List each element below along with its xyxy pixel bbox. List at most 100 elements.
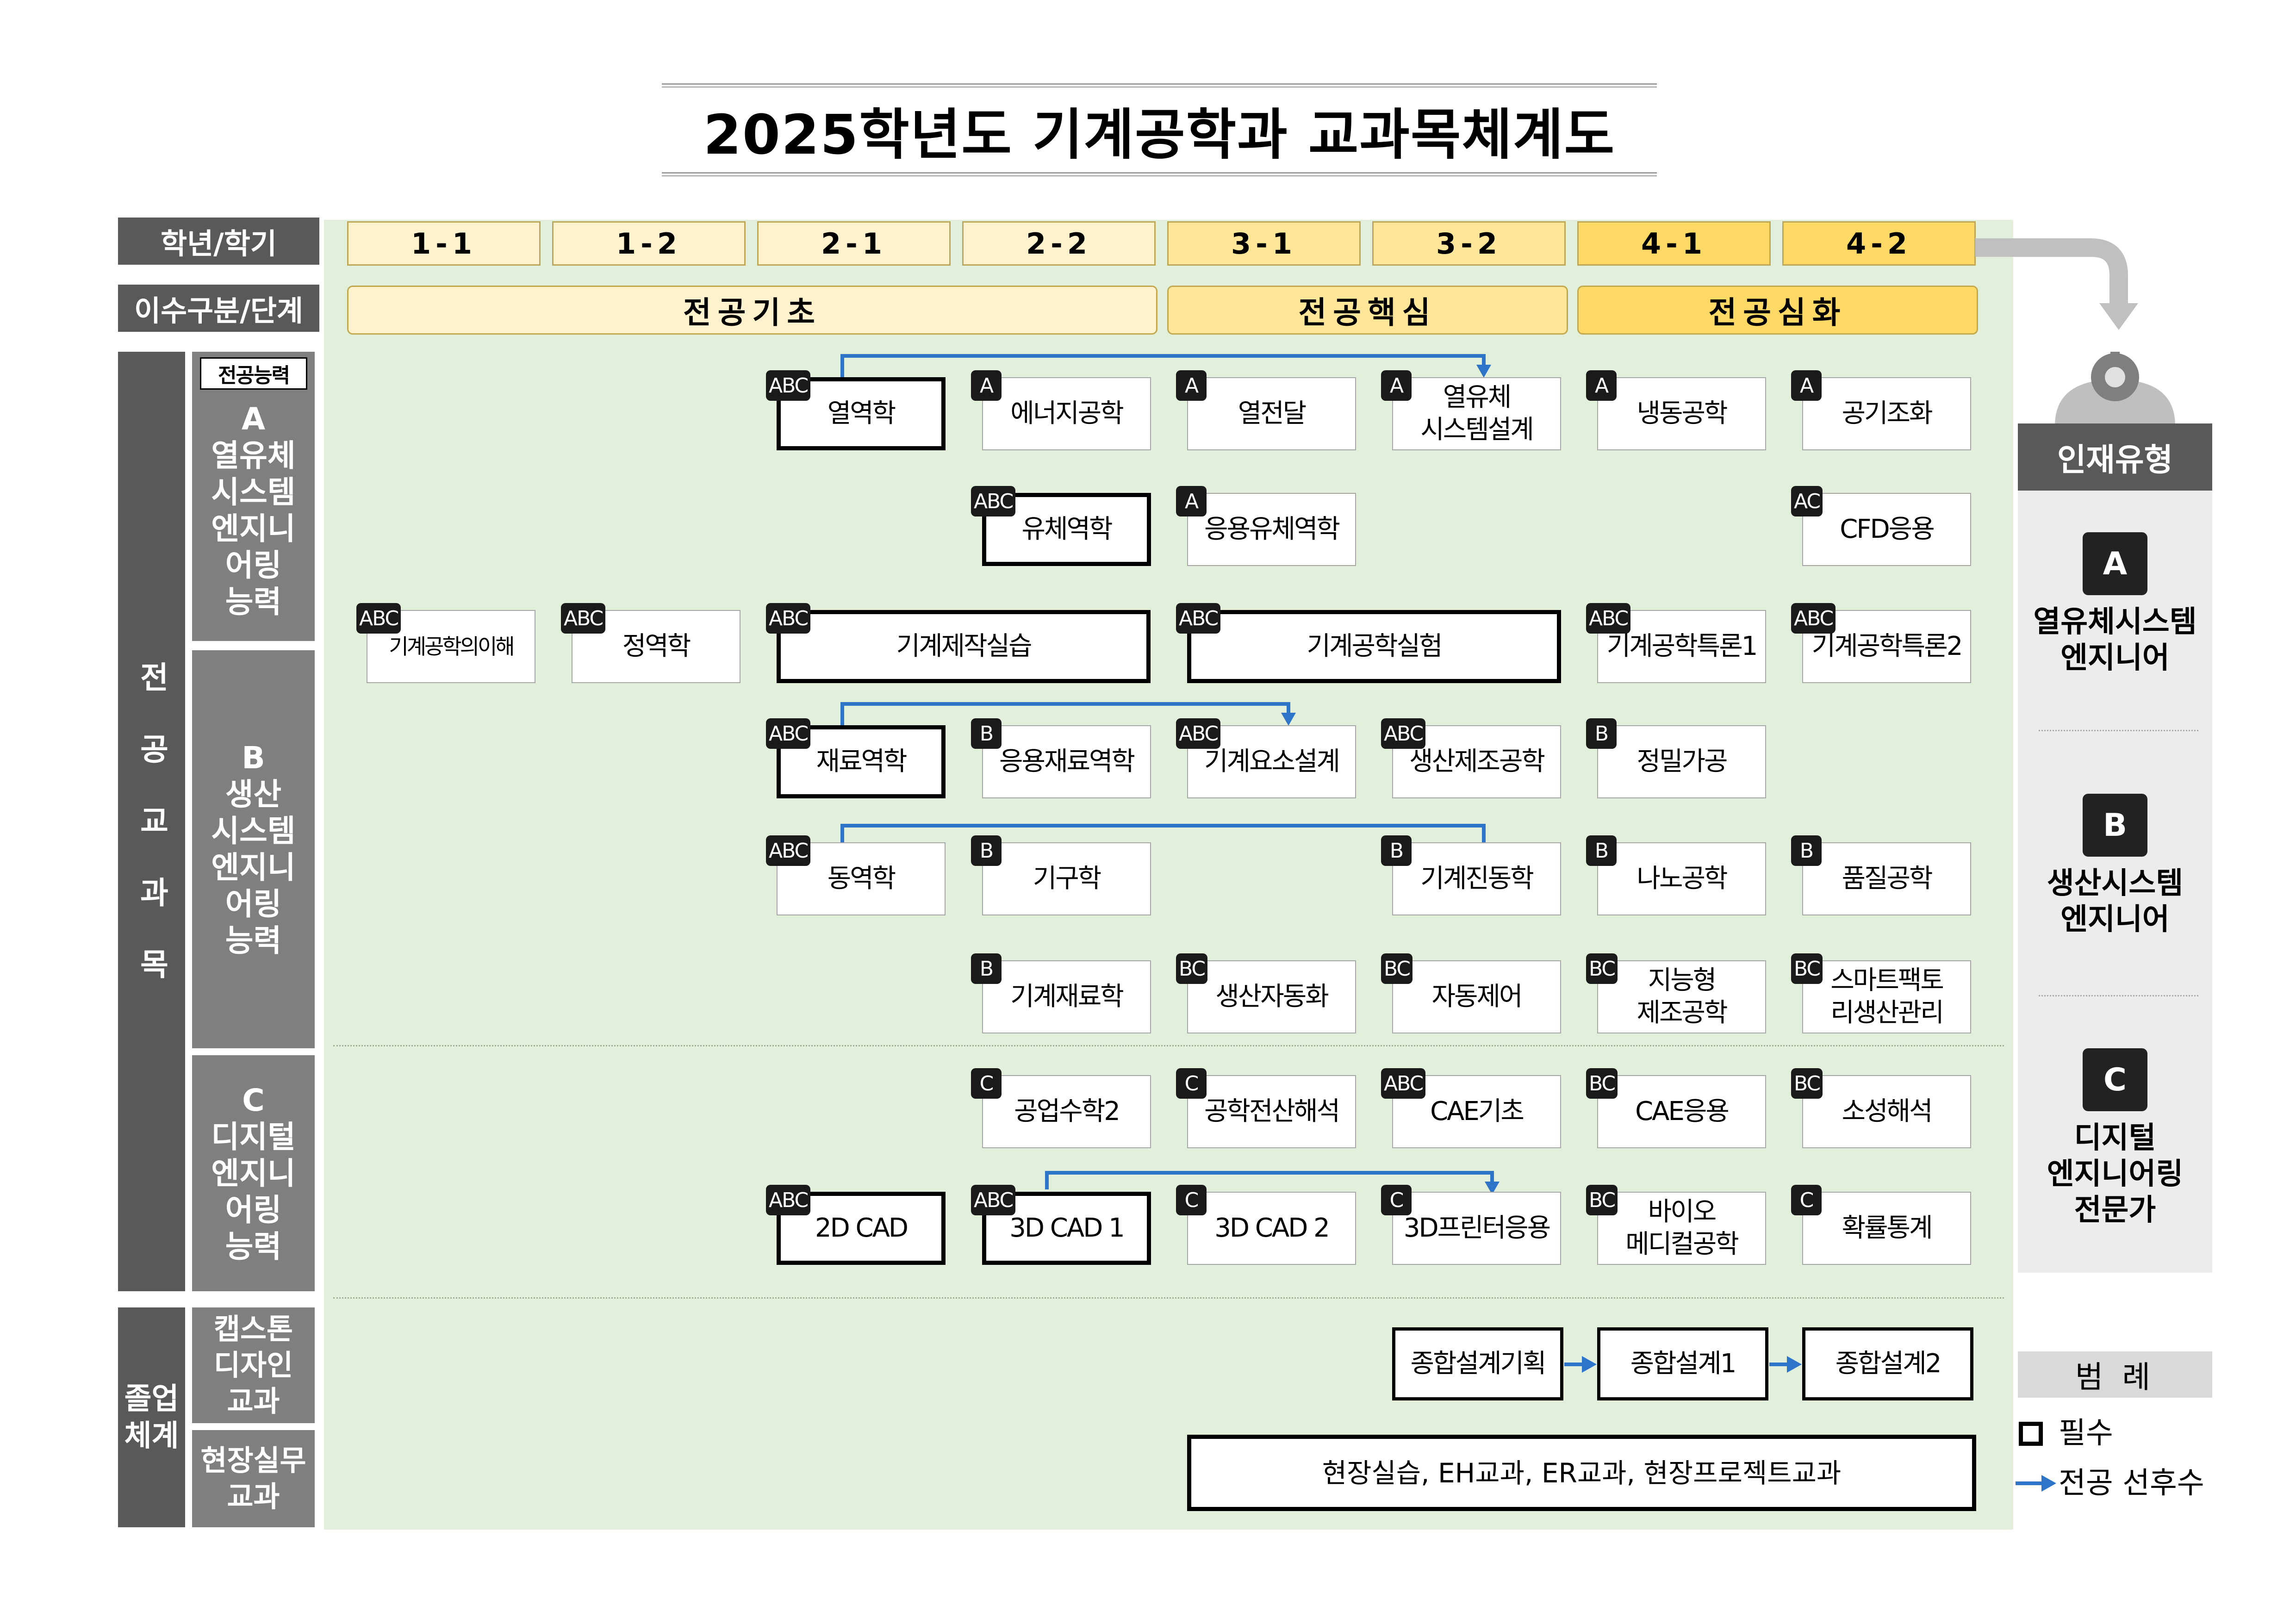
talent-c-badge: C	[2083, 1048, 2147, 1111]
course-machining-practice[interactable]: 기계제작실습	[777, 610, 1151, 683]
course-tag: B	[971, 953, 1002, 984]
field-practice-header: 현장실무 교과	[192, 1430, 315, 1527]
course-mechanical-vibration[interactable]: 기계진동학	[1392, 842, 1561, 915]
prereq-line-cad-up	[1045, 1171, 1049, 1189]
course-tag: B	[1586, 835, 1617, 866]
course-tag: BC	[1791, 1068, 1823, 1099]
course-air-conditioning[interactable]: 공기조화	[1802, 377, 1971, 450]
prereq-line-materials-up	[840, 702, 844, 725]
course-tag: A	[971, 370, 1002, 401]
course-fluid-mechanics[interactable]: 유체역학	[982, 493, 1151, 566]
course-engineering-math-2[interactable]: 공업수학2	[982, 1075, 1151, 1148]
course-tag: B	[1791, 835, 1822, 866]
course-applied-fluid-mechanics[interactable]: 응용유체역학	[1187, 493, 1356, 566]
course-refrigeration[interactable]: 냉동공학	[1597, 377, 1766, 450]
major-courses-header: 전 공 교 과 목	[118, 352, 185, 1291]
talent-type-panel	[2018, 491, 2212, 1273]
course-tag: B	[971, 835, 1002, 866]
course-tag: A	[1381, 370, 1412, 401]
course-probability-statistics[interactable]: 확률통계	[1802, 1192, 1971, 1265]
prereq-line-thermo-up	[840, 354, 844, 377]
prereq-arrowhead-capstone-2	[1787, 1356, 1802, 1373]
course-tag: C	[1176, 1185, 1207, 1215]
semester-1-2: 1-2	[552, 221, 746, 266]
course-precision-machining[interactable]: 정밀가공	[1597, 725, 1766, 798]
course-3d-printer-application[interactable]: 3D프린터응용	[1392, 1192, 1561, 1265]
course-tag: ABC	[561, 603, 606, 634]
course-engineering-materials[interactable]: 기계재료학	[982, 960, 1151, 1033]
course-heat-transfer[interactable]: 열전달	[1187, 377, 1356, 450]
page-title: 2025학년도 기계공학과 교과목체계도	[703, 102, 1616, 167]
course-tag: A	[1586, 370, 1617, 401]
course-3d-cad-1[interactable]: 3D CAD 1	[982, 1192, 1151, 1265]
semester-2-1: 2-1	[757, 221, 951, 266]
legend-title: 범 례	[2018, 1351, 2212, 1398]
course-biomedical-engineering[interactable]: 바이오 메디컬공학	[1597, 1192, 1766, 1265]
prereq-line-cad	[1045, 1171, 1494, 1175]
capstone-header: 캡스톤 디자인 교과	[192, 1307, 315, 1423]
talent-type-title: 인재유형	[2018, 423, 2212, 491]
course-capstone-design-2[interactable]: 종합설계2	[1802, 1327, 1973, 1400]
course-automatic-control[interactable]: 자동제어	[1392, 960, 1561, 1033]
course-capstone-planning[interactable]: 종합설계기획	[1392, 1327, 1563, 1400]
separator-graduation	[333, 1297, 2004, 1299]
semester-3-2: 3-2	[1372, 221, 1566, 266]
title-rule-top	[662, 83, 1657, 87]
legend-required-label: 필수	[2059, 1416, 2113, 1450]
year-semester-header: 학년/학기	[118, 218, 319, 265]
course-tag: ABC	[1176, 603, 1221, 634]
course-applied-mechanics-of-materials[interactable]: 응용재료역학	[982, 725, 1151, 798]
competency-b-header: B 생산 시스템 엔지니 어링 능력	[192, 650, 315, 1048]
course-tag: B	[1381, 835, 1412, 866]
course-tag: ABC	[766, 835, 811, 866]
course-kinematics[interactable]: 기구학	[982, 842, 1151, 915]
legend-prerequisite-arrow-icon	[2016, 1475, 2056, 1492]
course-cfd-application[interactable]: CFD응용	[1802, 493, 1971, 566]
course-tag: ABC	[1381, 1068, 1426, 1099]
course-tag: C	[1381, 1185, 1412, 1215]
course-capstone-design-1[interactable]: 종합설계1	[1597, 1327, 1768, 1400]
talent-b-label: 생산시스템 엔지니어	[2047, 866, 2184, 937]
graduation-header: 졸업 체계	[118, 1307, 185, 1527]
course-tag: B	[1586, 718, 1617, 749]
course-manufacturing-engineering[interactable]: 생산제조공학	[1392, 725, 1561, 798]
course-tag: C	[1791, 1185, 1822, 1215]
course-tag: C	[1176, 1068, 1207, 1099]
talent-divider	[2039, 730, 2198, 731]
prereq-line-dynamics-up	[840, 824, 844, 842]
course-smart-factory[interactable]: 스마트팩토 리생산관리	[1802, 960, 1971, 1033]
competency-a-label: A 열유체 시스템 엔지니 어링 능력	[211, 401, 296, 620]
course-quality-engineering[interactable]: 품질공학	[1802, 842, 1971, 915]
course-3d-cad-2[interactable]: 3D CAD 2	[1187, 1192, 1356, 1265]
course-production-automation[interactable]: 생산자동화	[1187, 960, 1356, 1033]
course-nano-engineering[interactable]: 나노공학	[1597, 842, 1766, 915]
course-tag: ABC	[1381, 718, 1426, 749]
prereq-line-capstone-2	[1769, 1363, 1788, 1366]
semester-4-1: 4-1	[1577, 221, 1771, 266]
course-tag: A	[1176, 486, 1207, 516]
course-cae-application[interactable]: CAE응용	[1597, 1075, 1766, 1148]
course-thermofluid-system-design[interactable]: 열유체 시스템설계	[1392, 377, 1561, 450]
course-tag: ABC	[1791, 603, 1836, 634]
semester-1-1: 1-1	[347, 221, 541, 266]
legend-prerequisite-label: 전공 선후수	[2059, 1466, 2204, 1500]
course-plasticity-analysis[interactable]: 소성해석	[1802, 1075, 1971, 1148]
talent-divider	[2039, 995, 2198, 996]
competency-c-header: C 디지털 엔지니 어링 능력	[192, 1055, 315, 1291]
competency-label: 전공능력	[200, 357, 307, 390]
course-mechanical-engineering-lab[interactable]: 기계공학실험	[1187, 610, 1561, 683]
prereq-line-thermo	[840, 354, 1486, 358]
talent-a-badge: A	[2083, 532, 2147, 595]
semester-4-2: 4-2	[1782, 221, 1976, 266]
prereq-arrowhead-materials	[1281, 713, 1296, 726]
course-intelligent-manufacturing[interactable]: 지능형 제조공학	[1597, 960, 1766, 1033]
course-tag: A	[1791, 370, 1822, 401]
semester-3-1: 3-1	[1167, 221, 1361, 266]
talent-b-badge: B	[2083, 794, 2147, 857]
course-tag: BC	[1381, 953, 1413, 984]
flow-arrow-to-talent	[1975, 238, 2138, 330]
course-tag: AC	[1791, 486, 1823, 516]
course-computational-analysis[interactable]: 공학전산해석	[1187, 1075, 1356, 1148]
course-energy-engineering[interactable]: 에너지공학	[982, 377, 1151, 450]
prereq-line-dynamics	[840, 824, 1486, 828]
